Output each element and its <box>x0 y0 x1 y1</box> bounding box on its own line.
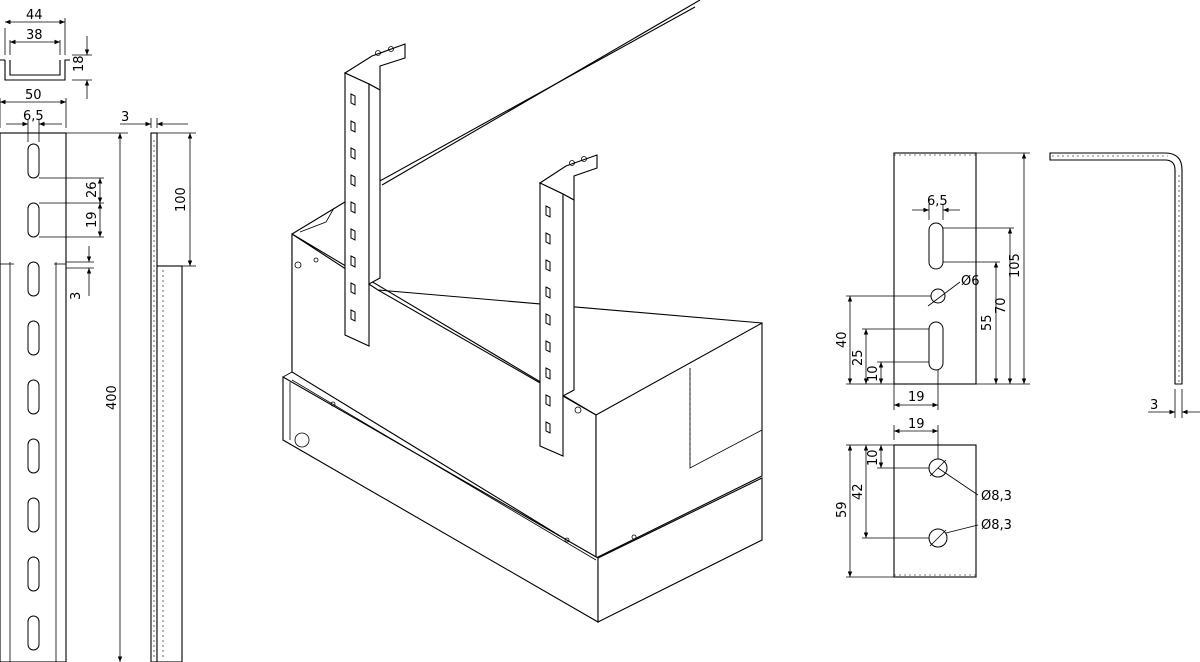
rail-right <box>538 154 598 457</box>
rail-profile-outline <box>0 59 70 81</box>
dim-profile-inner-width: 38 <box>26 28 43 43</box>
dim-bracket-hole: Ø6 <box>961 274 980 289</box>
rail-side-view: 3 100 <box>120 110 196 662</box>
dim-profile-outer-width: 44 <box>26 8 43 23</box>
dim-bracket-40: 40 <box>835 331 850 348</box>
dim-rail-slot-length: 19 <box>85 211 100 228</box>
dim-bracket-25: 25 <box>851 349 866 366</box>
mount-plate-view: 19 10 42 59 Ø8,3 Ø8,3 <box>835 417 1012 578</box>
rail-profile-view: 44 38 18 <box>0 8 92 99</box>
dim-rail-slot-spacing: 26 <box>85 181 100 198</box>
bracket-side-outline <box>1049 152 1183 385</box>
dim-rail-overlap: 100 <box>174 187 189 212</box>
rail-slot <box>27 615 40 651</box>
dim-bracket-slot-width: 6,5 <box>927 194 948 209</box>
rail-slot <box>27 497 40 533</box>
bracket-slot-upper <box>928 222 944 270</box>
dim-rail-length: 400 <box>105 385 120 410</box>
rail-slot <box>27 143 40 179</box>
dim-bracket-55: 55 <box>980 314 995 331</box>
rail-slot <box>27 438 40 474</box>
dim-plate-59: 59 <box>835 501 850 518</box>
rail-slot <box>27 556 40 592</box>
bracket-hole <box>930 288 946 304</box>
hood-lower-side <box>597 477 763 623</box>
bracket-slot-lower <box>928 321 944 371</box>
bracket-front-view: 6,5 Ø6 105 70 55 40 25 10 19 <box>835 152 1030 410</box>
bracket-side-view: 3 <box>1049 152 1200 418</box>
rail-slot <box>27 320 40 356</box>
dim-rail-thickness: 3 <box>121 110 129 125</box>
isometric-assembly <box>282 0 763 623</box>
dim-bracket-10: 10 <box>866 365 881 382</box>
rail-slot <box>27 261 40 297</box>
rail-side-overlap <box>156 265 183 662</box>
rail-side-outline <box>150 132 158 662</box>
dim-rail-offset: 3 <box>69 292 84 300</box>
dim-rail-width: 50 <box>25 88 42 103</box>
dim-profile-height: 18 <box>72 55 87 72</box>
hood-upper-side <box>595 322 763 559</box>
rail-slot <box>27 202 40 238</box>
dim-plate-hole-top: Ø8,3 <box>981 489 1012 504</box>
rail-slots <box>27 143 40 651</box>
dim-bracket-thickness: 3 <box>1150 398 1158 413</box>
rail-slot <box>27 379 40 415</box>
dim-plate-19: 19 <box>908 417 925 432</box>
dim-rail-slot-width: 6,5 <box>23 109 44 124</box>
dim-plate-hole-bottom: Ø8,3 <box>981 518 1012 533</box>
dim-plate-42: 42 <box>851 483 866 500</box>
rail-front-view: 50 6,5 26 19 3 400 <box>0 88 128 662</box>
dim-plate-10: 10 <box>866 449 881 466</box>
light-hole <box>294 432 310 448</box>
rail-left <box>343 43 406 347</box>
dim-bracket-19: 19 <box>908 390 925 405</box>
